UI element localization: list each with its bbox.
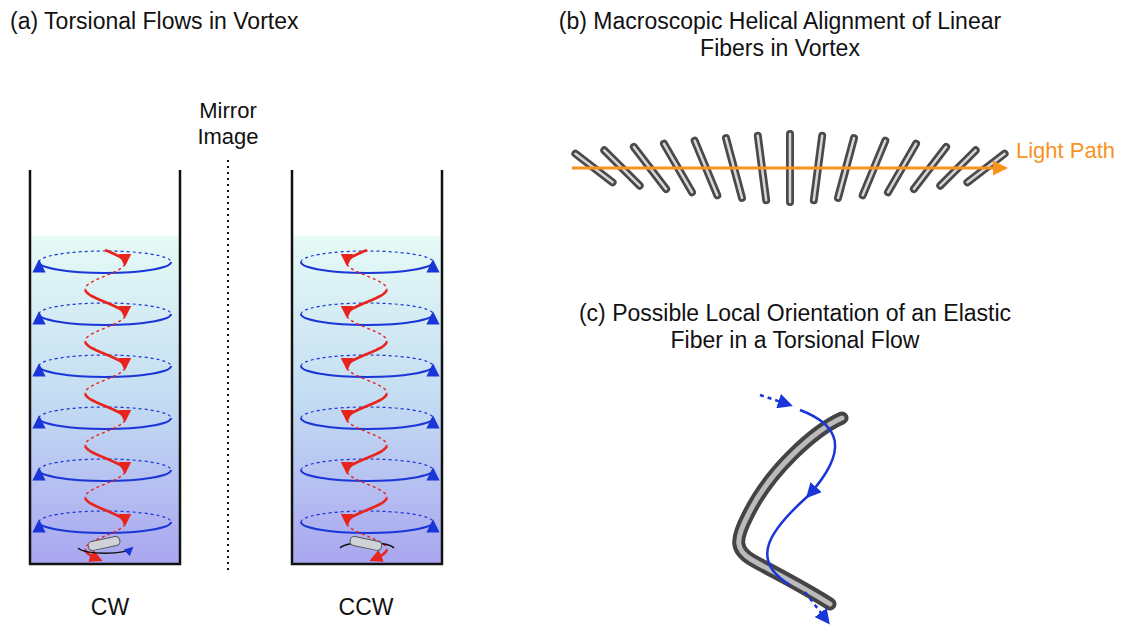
axial-flow xyxy=(85,472,125,498)
axial-flow xyxy=(105,250,125,264)
flow-back xyxy=(301,303,433,314)
flow-back xyxy=(301,355,433,366)
axial-flow xyxy=(85,316,125,342)
axial-flow xyxy=(347,264,387,290)
light-path-label: Light Path xyxy=(1016,138,1116,164)
panel-title: (c) Possible Local Orientation of an Ela… xyxy=(560,300,1030,354)
panel-title: Mirror Image xyxy=(180,98,276,150)
flow-front xyxy=(39,314,171,325)
axial-flow xyxy=(85,290,125,316)
flow-front xyxy=(301,366,433,377)
axial-flow xyxy=(85,368,125,394)
flow-back xyxy=(301,459,433,470)
axial-flow xyxy=(347,342,387,368)
torsional-flow xyxy=(39,250,433,560)
flow-front xyxy=(39,262,171,273)
flow-front xyxy=(39,418,171,429)
mirror-line xyxy=(227,160,229,572)
axial-flow xyxy=(347,250,367,264)
vial xyxy=(292,170,442,564)
vial xyxy=(30,170,180,564)
liquid xyxy=(30,236,180,564)
axial-flow xyxy=(347,290,387,316)
flow-front xyxy=(301,314,433,325)
axial-flow xyxy=(85,264,125,290)
panel-title: (a) Torsional Flows in Vortex xyxy=(10,8,430,35)
flow-back xyxy=(39,511,171,522)
flow-front xyxy=(301,262,433,273)
flow-back xyxy=(301,511,433,522)
flow-front xyxy=(39,522,171,533)
flow-back xyxy=(39,355,171,366)
axial-flow xyxy=(347,420,387,446)
axial-flow xyxy=(372,550,387,560)
flow-back xyxy=(39,251,171,262)
axial-flow xyxy=(85,420,125,446)
axial-flow xyxy=(85,498,125,524)
flow-front xyxy=(301,418,433,429)
flow-back xyxy=(301,407,433,418)
panel-title: (b) Macroscopic Helical Alignment of Lin… xyxy=(540,8,1020,62)
flow-back xyxy=(301,251,433,262)
flow-back xyxy=(39,459,171,470)
flow-front xyxy=(39,470,171,481)
axial-flow xyxy=(347,472,387,498)
stir-bar xyxy=(78,536,394,553)
rotation-label: CW xyxy=(60,594,160,621)
flow-line xyxy=(760,395,835,622)
flow-back xyxy=(39,303,171,314)
axial-flow xyxy=(347,316,387,342)
axial-flow xyxy=(347,446,387,472)
elastic-fiber xyxy=(739,418,842,604)
axial-flow xyxy=(85,342,125,368)
liquid xyxy=(292,236,442,564)
axial-flow xyxy=(347,368,387,394)
light-path-arrow xyxy=(572,167,1005,170)
axial-flow xyxy=(85,446,125,472)
axial-flow xyxy=(347,394,387,420)
rotation-label: CCW xyxy=(316,594,416,621)
axial-flow xyxy=(85,394,125,420)
axial-flow xyxy=(347,498,387,524)
flow-back xyxy=(39,407,171,418)
flow-front xyxy=(301,522,433,533)
flow-front xyxy=(39,366,171,377)
flow-front xyxy=(301,470,433,481)
